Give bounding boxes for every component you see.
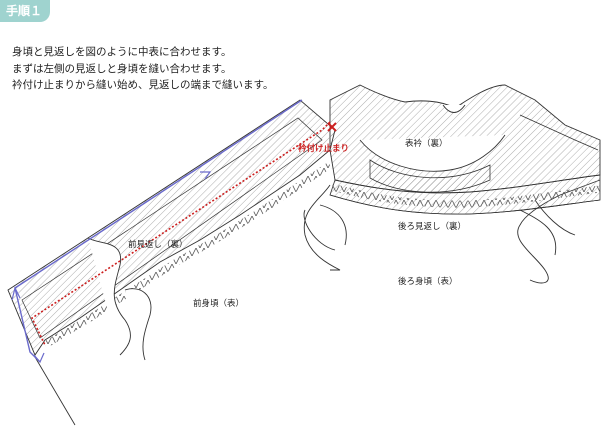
instructions-text: 身頃と見返しを図のように中表に合わせます。 まずは左側の見返しと身頃を縫い合わせ… [12, 44, 273, 94]
arrow-icon [11, 99, 303, 364]
label-back-facing: 後ろ見返し（裏） [398, 221, 466, 232]
step-badge: 手順１ [0, 0, 51, 22]
instruction-line-1: 身頃と見返しを図のように中表に合わせます。 [12, 46, 232, 58]
collar [329, 84, 601, 194]
instruction-line-3: 衿付け止まりから縫い始め、見返しの端まで縫います。 [12, 79, 274, 91]
x-mark-icon [327, 122, 337, 132]
instruction-line-2: まずは左側の見返しと身頃を縫い合わせます。 [12, 62, 232, 75]
break-line [87, 237, 152, 361]
front-body [7, 99, 336, 426]
stitch-line [30, 121, 331, 346]
label-front-body: 前身頃（表） [193, 298, 244, 309]
label-collar: 表衿（裏） [405, 138, 448, 149]
label-back-body: 後ろ身頃（表） [398, 276, 458, 287]
label-front-facing: 前見返し（裏） [128, 239, 188, 250]
label-collar-stop: 衿付け止まり [298, 143, 349, 154]
